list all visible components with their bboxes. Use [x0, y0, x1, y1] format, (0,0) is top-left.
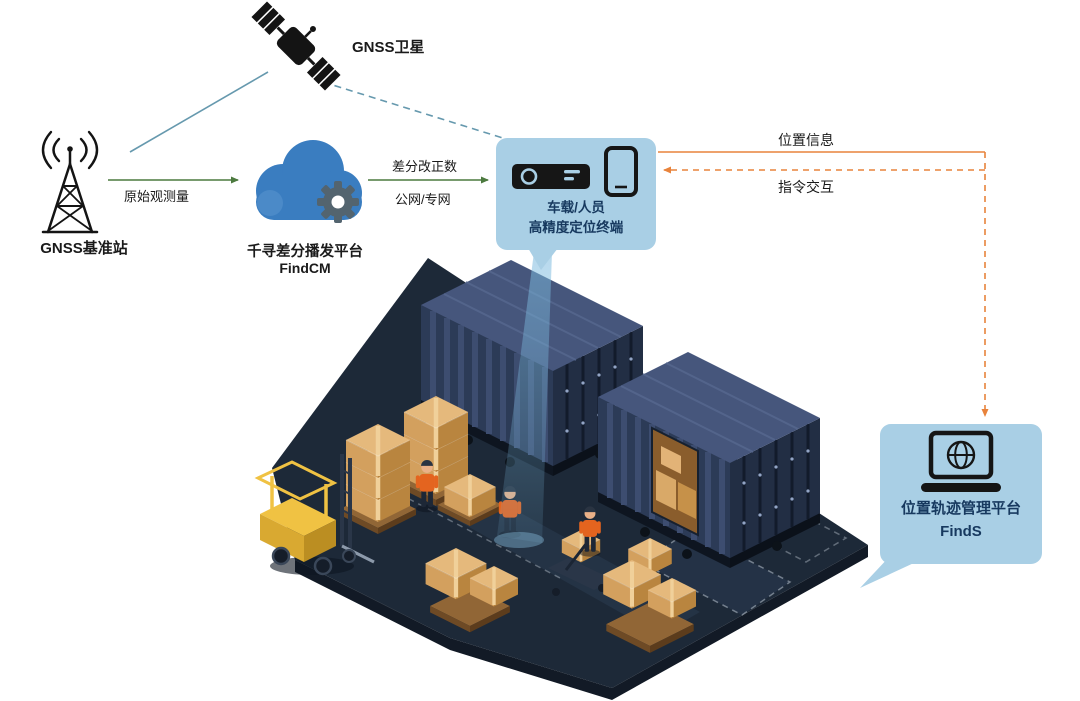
command-label: 指令交互	[778, 179, 834, 195]
cloud-gear-icon	[256, 140, 362, 223]
terminal-icons	[512, 146, 638, 197]
corrections-label-line1: 差分改正数	[392, 159, 458, 174]
finds-bubble-tail	[860, 556, 916, 588]
laptop-globe-icon	[921, 430, 1001, 492]
warehouse-scene	[254, 252, 868, 700]
container-open-door	[651, 426, 699, 537]
terminal-label-line2: 高精度定位终端	[528, 220, 624, 236]
position-info-label: 位置信息	[778, 132, 834, 148]
smartphone-icon	[604, 146, 638, 197]
satellite-label: GNSS卫星	[352, 39, 425, 56]
corrections-label-line2: 公网/专网	[395, 192, 451, 207]
terminal-bubble-tail	[528, 248, 558, 270]
beam-glow	[494, 532, 544, 548]
terminal-bubble: 车载/人员 高精度定位终端	[496, 138, 656, 250]
finds-label-name: 位置轨迹管理平台	[900, 500, 1021, 517]
gnss-satellite-icon	[251, 1, 341, 91]
base-station-label: GNSS基准站	[40, 240, 128, 257]
pallet-jack	[548, 528, 614, 596]
satellite-to-terminal-link	[322, 81, 507, 140]
positioning-beam	[497, 252, 552, 543]
finds-label-product: FindS	[940, 522, 982, 540]
cloud-platform-name: 千寻差分播发平台	[247, 244, 363, 260]
receiver-device-icon	[512, 164, 590, 189]
forklift	[254, 454, 375, 576]
raw-obs-label: 原始观测量	[124, 189, 190, 204]
floor-side	[295, 545, 868, 700]
radio-tower-icon	[41, 130, 99, 234]
floor-zone-1	[640, 529, 792, 616]
cloud-platform-product: FindCM	[279, 260, 331, 276]
gear-icon	[317, 181, 359, 223]
finds-bubble: 位置轨迹管理平台 FindS	[880, 424, 1042, 564]
satellite-to-station-link	[129, 71, 269, 153]
terminal-label-line1: 车载/人员	[547, 200, 605, 215]
finds-icon-wrap	[921, 430, 1001, 492]
